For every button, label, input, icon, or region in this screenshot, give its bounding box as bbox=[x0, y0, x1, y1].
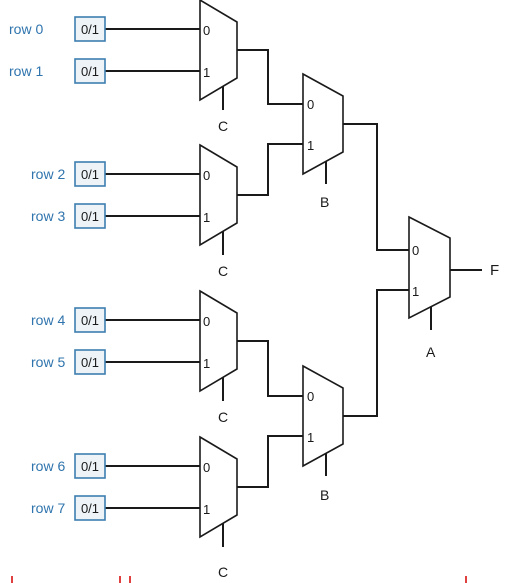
wire-mux1a-out bbox=[237, 49, 303, 105]
mux-port-1-label: 1 bbox=[203, 210, 210, 225]
input-box[interactable] bbox=[74, 16, 106, 42]
input-row-2: row 2 0/1 bbox=[31, 161, 106, 187]
input-row-4: row 4 0/1 bbox=[31, 307, 106, 333]
input-box[interactable] bbox=[74, 453, 106, 479]
mux-port-1-label: 1 bbox=[412, 284, 419, 299]
input-row-3: row 3 0/1 bbox=[31, 203, 106, 229]
input-box[interactable] bbox=[74, 203, 106, 229]
wire-mux2a-out bbox=[343, 123, 409, 251]
mux-port-1-label: 1 bbox=[203, 502, 210, 517]
row-label: row 6 bbox=[31, 458, 65, 474]
mux-select-label: C bbox=[218, 564, 228, 580]
input-row-6: row 6 0/1 bbox=[31, 453, 106, 479]
mux-select-label: A bbox=[426, 344, 436, 360]
mux-body bbox=[408, 215, 451, 320]
row-label: row 7 bbox=[31, 500, 65, 516]
mux-stage1-c: 0 1 C bbox=[199, 289, 238, 425]
input-box[interactable] bbox=[74, 495, 106, 521]
mux-body bbox=[199, 289, 238, 393]
mux-port-0-label: 0 bbox=[412, 243, 419, 258]
mux-port-0-label: 0 bbox=[307, 97, 314, 112]
input-row-7: row 7 0/1 bbox=[31, 495, 106, 521]
input-box-value: 0/1 bbox=[81, 501, 99, 516]
row-label: row 2 bbox=[31, 166, 65, 182]
mux-stage1-d: 0 1 C bbox=[199, 435, 238, 580]
mux-stage3: 0 1 A bbox=[408, 215, 451, 360]
mux-select-label: C bbox=[218, 118, 228, 134]
mux-body bbox=[302, 364, 344, 468]
input-box-value: 0/1 bbox=[81, 167, 99, 182]
row-label: row 4 bbox=[31, 312, 65, 328]
wires bbox=[105, 28, 482, 547]
mux-port-1-label: 1 bbox=[307, 138, 314, 153]
input-box-value: 0/1 bbox=[81, 209, 99, 224]
mux-body bbox=[199, 0, 238, 102]
input-box[interactable] bbox=[74, 307, 106, 333]
row-label: row 3 bbox=[31, 208, 65, 224]
wire-mux1b-out bbox=[237, 143, 303, 196]
row-label: row 1 bbox=[9, 63, 43, 79]
mux-body bbox=[302, 72, 344, 176]
output-label: F bbox=[490, 262, 499, 279]
mux-port-0-label: 0 bbox=[203, 23, 210, 38]
mux-port-0-label: 0 bbox=[203, 460, 210, 475]
mux-stage2-b: 0 1 B bbox=[302, 364, 344, 503]
row-label: row 5 bbox=[31, 354, 65, 370]
mux-select-label: C bbox=[218, 263, 228, 279]
mux-body bbox=[199, 435, 238, 539]
row-label: row 0 bbox=[9, 21, 43, 37]
wire-mux1d-out bbox=[237, 435, 303, 488]
input-box[interactable] bbox=[74, 58, 106, 84]
input-row-1: row 1 0/1 bbox=[9, 58, 106, 84]
mux-port-1-label: 1 bbox=[203, 65, 210, 80]
input-box[interactable] bbox=[74, 161, 106, 187]
mux-stage2-a: 0 1 B bbox=[302, 72, 344, 210]
wire-mux1c-out bbox=[237, 340, 303, 397]
mux-stage1-b: 0 1 C bbox=[199, 143, 238, 279]
mux-select-label: B bbox=[320, 194, 329, 210]
bottom-edge-marks bbox=[11, 576, 467, 583]
mux-port-1-label: 1 bbox=[203, 356, 210, 371]
mux-select-label: B bbox=[320, 487, 329, 503]
input-box-value: 0/1 bbox=[81, 22, 99, 37]
input-box-value: 0/1 bbox=[81, 459, 99, 474]
mux-select-label: C bbox=[218, 409, 228, 425]
input-row-0: row 0 0/1 bbox=[9, 16, 106, 42]
input-box-value: 0/1 bbox=[81, 64, 99, 79]
mux-body bbox=[199, 143, 238, 247]
wire-mux2b-out bbox=[343, 289, 409, 417]
input-box-value: 0/1 bbox=[81, 355, 99, 370]
input-row-5: row 5 0/1 bbox=[31, 349, 106, 375]
mux-stage1-a: 0 1 C bbox=[199, 0, 238, 134]
input-box[interactable] bbox=[74, 349, 106, 375]
mux-port-0-label: 0 bbox=[307, 389, 314, 404]
input-box-value: 0/1 bbox=[81, 313, 99, 328]
mux-port-1-label: 1 bbox=[307, 430, 314, 445]
mux-port-0-label: 0 bbox=[203, 168, 210, 183]
mux-port-0-label: 0 bbox=[203, 314, 210, 329]
